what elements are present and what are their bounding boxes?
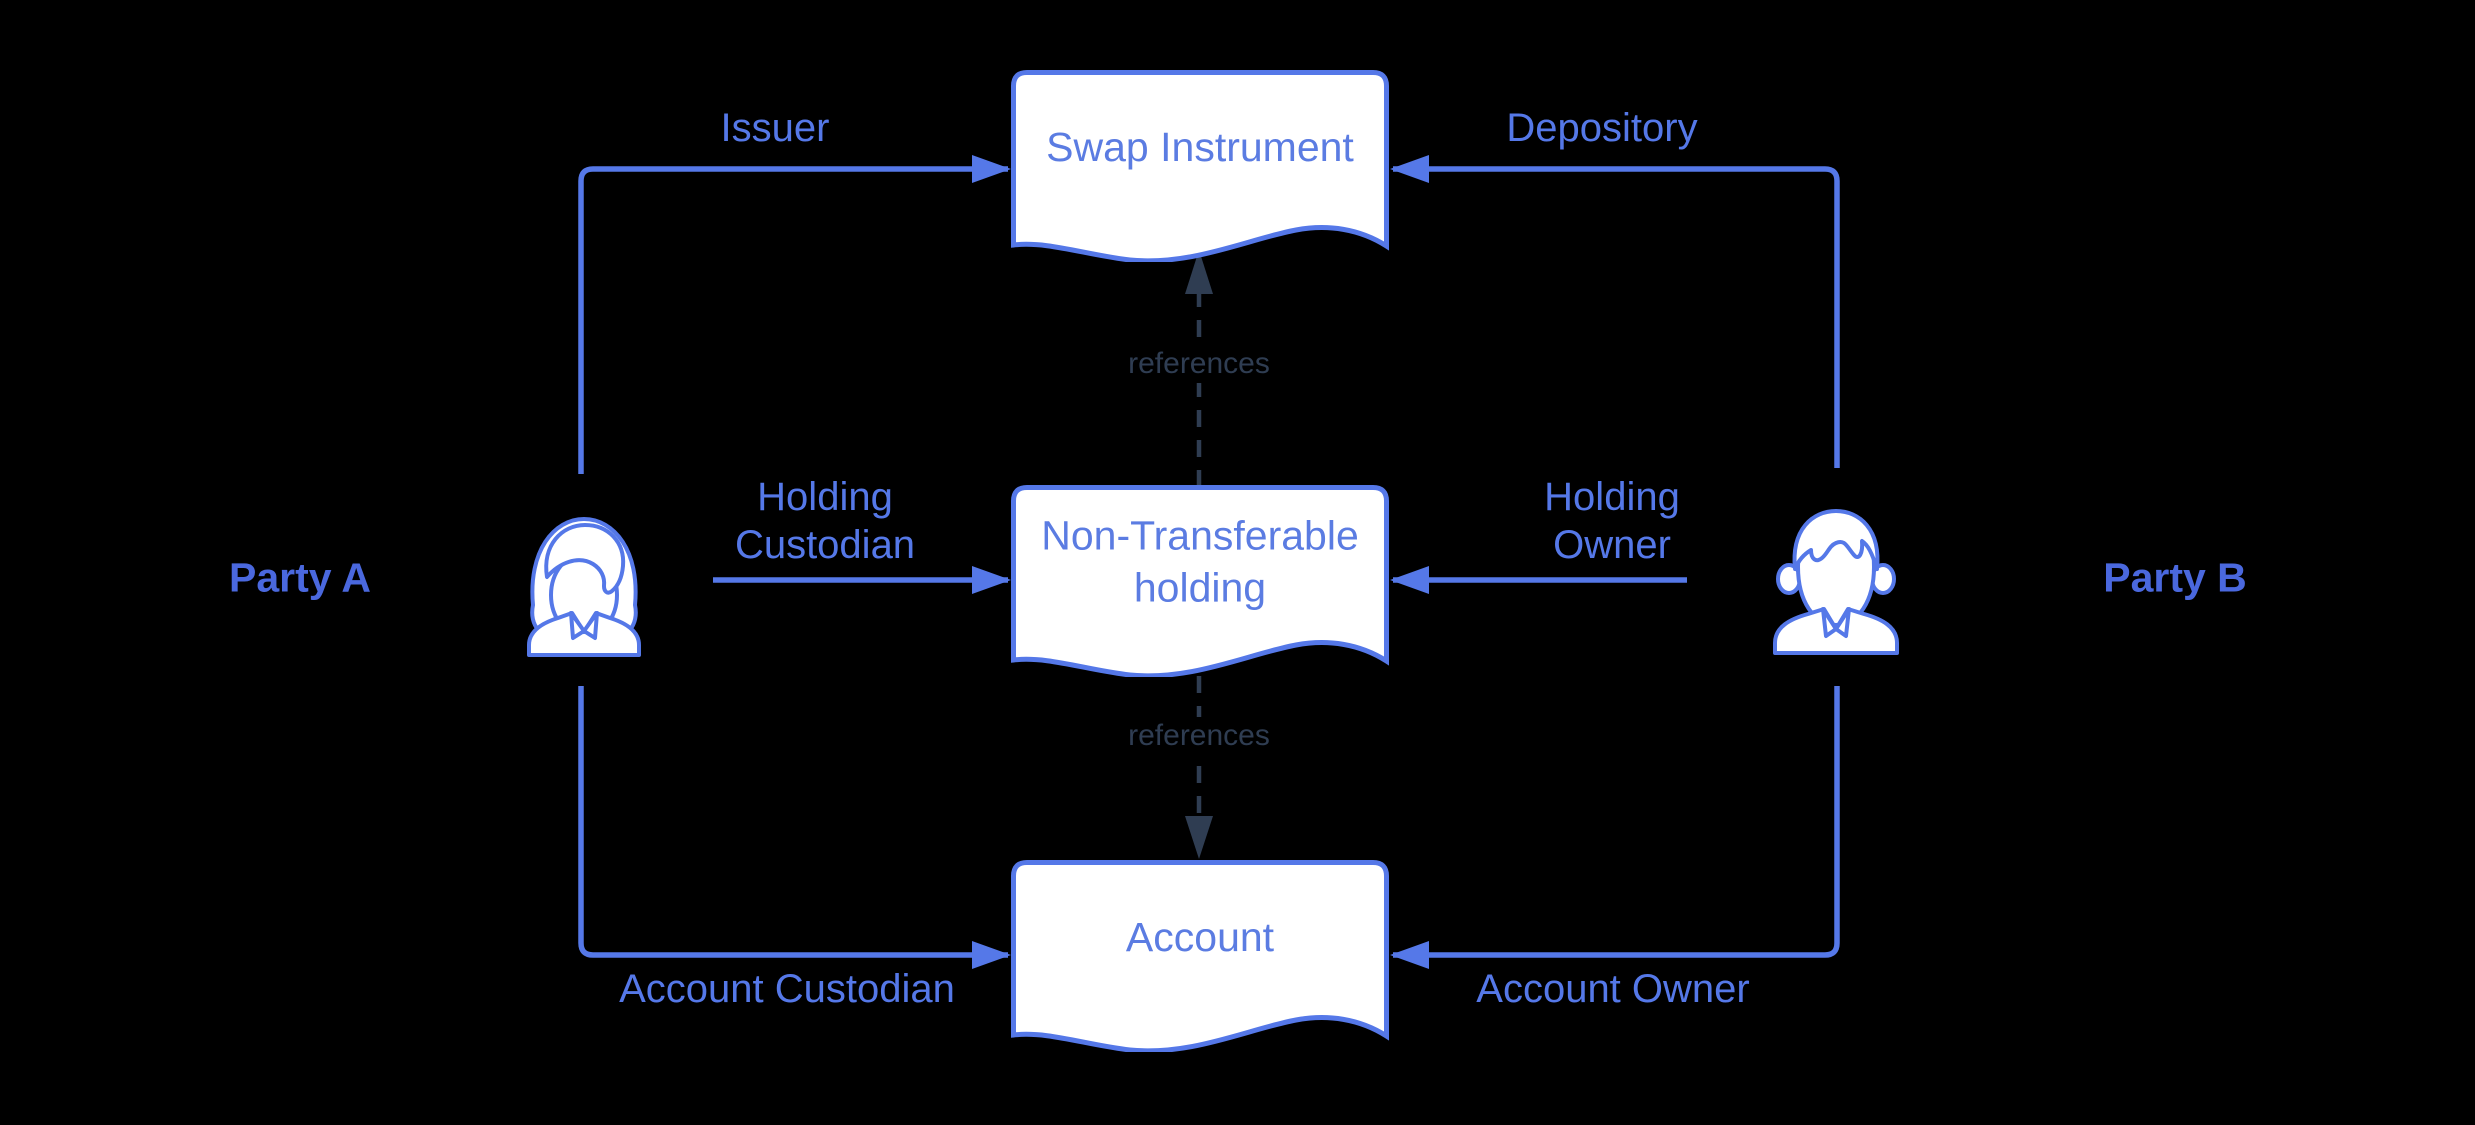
account-owner-connector: [1390, 686, 1840, 969]
edge-label-holding-owner: Holding Owner: [1544, 475, 1680, 567]
node-account-label: Account: [1125, 913, 1275, 960]
holding-owner-connector: [1390, 566, 1687, 594]
document-shape-icon: [1011, 485, 1389, 677]
edge-label-depository: Depository: [1506, 106, 1698, 150]
references-bottom-connector: [1185, 676, 1213, 859]
node-swap-instrument-label: Swap Instrument: [1046, 123, 1354, 170]
node-non-transferable-holding-label: Non-Transferable holding: [1041, 512, 1359, 611]
account-custodian-connector: [578, 686, 1011, 969]
edge-label-references-top: references: [1118, 345, 1280, 383]
edge-label-holding-custodian: Holding Custodian: [734, 475, 916, 567]
holding-custodian-connector: [713, 566, 1011, 594]
issuer-connector: [578, 155, 1011, 474]
edge-label-account-owner: Account Owner: [1476, 967, 1750, 1011]
references-top-connector: [1185, 250, 1213, 487]
edge-label-references-bottom: references: [1118, 717, 1280, 755]
party-b-label: Party B: [2103, 554, 2247, 601]
depository-connector: [1390, 155, 1840, 468]
party-a-label: Party A: [228, 554, 372, 601]
document-shape-icon: [1011, 860, 1389, 1052]
node-account: Account: [1011, 860, 1389, 1052]
node-non-transferable-holding: Non-Transferable holding: [1011, 485, 1389, 677]
document-shape-icon: [1011, 70, 1389, 262]
woman-person-icon: [527, 517, 641, 657]
man-person-icon: [1773, 509, 1899, 655]
edge-label-account-custodian: Account Custodian: [619, 967, 955, 1011]
edge-label-issuer: Issuer: [720, 106, 830, 150]
node-swap-instrument: Swap Instrument: [1011, 70, 1389, 262]
